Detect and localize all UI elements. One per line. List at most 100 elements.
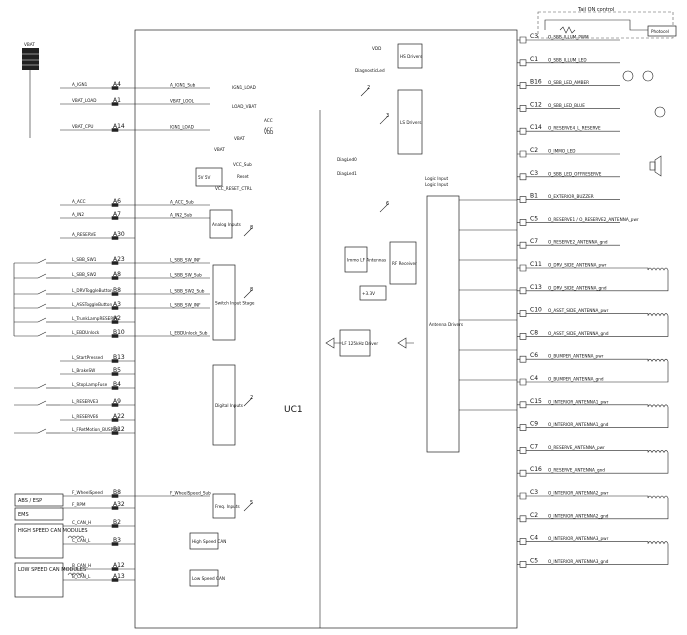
right-connector-icon	[519, 196, 527, 203]
pin-net-label: F_RPM	[72, 502, 86, 507]
internal-signal-label: L_SBB_SW_INF	[170, 258, 201, 263]
right-pin-net-label: O_INTERIOR_ANTENNA3_pwr	[548, 536, 609, 541]
right-connector-icon	[519, 105, 527, 112]
connector-icon	[111, 292, 119, 296]
right-pin-net-label: O_SBB_LED_OFFRESERVE	[548, 171, 602, 176]
right-pin-number: C11	[530, 261, 542, 268]
led-immo-icon	[654, 106, 666, 118]
inner-block	[344, 246, 368, 273]
inner-block	[212, 493, 236, 519]
connector-icon	[111, 403, 119, 407]
inner-block-label: Switch Input Stage	[215, 301, 255, 306]
antenna-wire	[620, 541, 649, 544]
inner-block-label: Digital Inputs	[215, 403, 243, 408]
connector-icon	[111, 86, 119, 90]
inner-signal-label: VCC_RESET_CTRL	[215, 186, 253, 191]
internal-signal-label: L_SBB_SW_INF	[170, 303, 201, 308]
right-pin-number: C10	[530, 307, 542, 314]
right-pin-number: C3	[530, 33, 538, 40]
right-connector-icon	[519, 333, 527, 340]
right-pin-number: C9	[530, 421, 538, 428]
ecu-label: UC1	[284, 405, 303, 415]
right-pin-number: C12	[530, 101, 542, 108]
internal-signal-label: L_SBB_SW_Sub	[170, 273, 202, 278]
connector-icon	[111, 506, 119, 510]
inner-signal-label: VBAT	[214, 147, 225, 152]
right-pin-number: C5	[530, 215, 538, 222]
inner-signal-label: VCC_Sub	[233, 162, 252, 167]
connector-icon	[111, 320, 119, 324]
internal-signal-label: A_IGN1_Sub	[170, 83, 196, 88]
pin-number: B12	[113, 426, 125, 433]
antenna-wire	[620, 498, 669, 520]
pin-net-label: C_CAN_H	[72, 520, 91, 525]
right-pin-net-label: O_RESERVE2_ANTENNA_gnd	[548, 240, 608, 245]
right-connector-icon	[519, 219, 527, 226]
inner-signal-label: VBAT	[234, 136, 245, 141]
right-connector-icon	[519, 59, 527, 67]
right-pin-net-label: O_DRV_SIDE_ANTENNA_gnd	[548, 285, 607, 290]
switch-icon	[37, 317, 47, 323]
bus-slash	[243, 289, 253, 299]
right-pin-number: C7	[530, 443, 538, 450]
right-connector-icon	[519, 150, 527, 158]
inner-block-label: LF 125kHz Driver	[342, 341, 378, 346]
connector-icon	[111, 567, 119, 571]
pin-number: A13	[113, 573, 125, 580]
left-module-label: ABS / ESP	[18, 498, 42, 504]
antenna-wire	[620, 358, 649, 362]
connector-icon	[111, 306, 119, 310]
vbat-label: VBAT	[24, 42, 35, 47]
pin-number: A3	[113, 301, 121, 308]
bus-slash	[243, 227, 253, 237]
right-pin-number: C3	[530, 489, 538, 496]
bus-slash	[379, 115, 389, 125]
inner-signal-label: DiagnosticLed	[355, 68, 385, 73]
right-connector-icon	[519, 401, 527, 409]
connector-icon	[111, 216, 119, 220]
pin-net-label: L_ASSToggleButton	[72, 302, 112, 307]
pin-net-label: L_RESERVE3	[72, 399, 98, 404]
right-pin-net-label: O_INTERIOR_ANTENNA2_pwr	[548, 491, 609, 496]
bus-width-label: 8	[250, 287, 253, 293]
right-pin-number: C7	[530, 238, 538, 245]
inner-block-label: Freq. Inputs	[215, 504, 240, 509]
pin-number: A32	[113, 501, 125, 508]
pin-net-label: F_WheelSpeed	[72, 490, 103, 495]
right-pin-number: C3	[530, 170, 538, 177]
pin-net-label: A_IGN1	[72, 82, 88, 87]
right-pin-number: C2	[530, 512, 538, 519]
connector-icon	[111, 524, 119, 528]
inner-block	[212, 264, 236, 341]
inner-block	[209, 209, 233, 239]
right-pin-number: C15	[530, 398, 542, 405]
connector-icon	[111, 494, 119, 498]
inner-block-label: Low Speed CAN	[192, 576, 225, 581]
rf-arrow-icon	[397, 337, 414, 349]
right-connector-icon	[519, 447, 527, 454]
inductor-icon	[67, 572, 85, 576]
tail-on-control-box	[537, 11, 674, 39]
inner-block	[195, 167, 223, 187]
right-pin-number: C4	[530, 535, 538, 542]
right-connector-icon	[519, 355, 527, 363]
pin-number: B5	[113, 367, 121, 374]
right-connector-icon	[519, 82, 527, 89]
connector-icon	[111, 578, 119, 582]
internal-signal-label: A_ACC_Sub	[170, 200, 194, 205]
antenna-wire	[620, 270, 669, 292]
pin-net-label: L_EBDUnlock	[72, 330, 100, 335]
pin-net-label: A_RESERVE	[72, 232, 96, 237]
right-pin-number: C4	[530, 375, 538, 382]
inner-block-label: LS Drivers	[400, 120, 421, 125]
led-amber-icon	[622, 70, 634, 82]
pin-net-label: L_SBB_SW2	[72, 272, 97, 277]
switch-icon	[37, 383, 47, 389]
right-pin-net-label: O_SBB_ILLUM_PWM	[548, 35, 589, 40]
tail-on-control-label: Tail ON control	[577, 7, 614, 13]
internal-signal-label: L_EBDUnlock_Sub	[170, 331, 208, 336]
right-pin-net-label: O_INTERIOR_ANTENNA2_gnd	[548, 513, 609, 518]
inner-block	[397, 89, 423, 155]
connector-icon	[111, 276, 119, 280]
